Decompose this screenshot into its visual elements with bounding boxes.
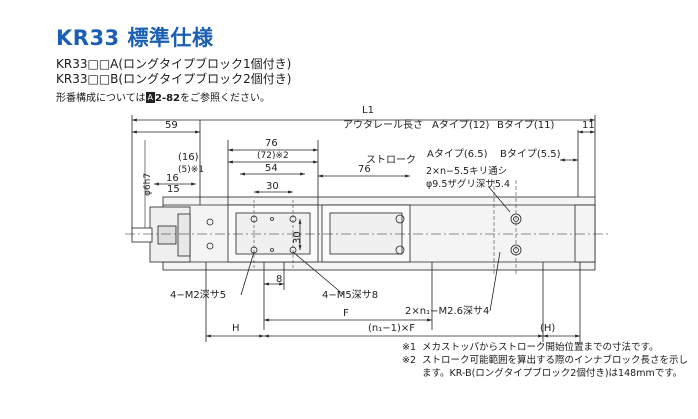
footnote-mark: ※2 xyxy=(402,355,417,366)
page-title: KR33 標準仕様 xyxy=(56,26,214,50)
tap-m5: 4−M5深サ8 xyxy=(322,289,378,301)
hole xyxy=(395,214,405,224)
dim-stroke: ストローク xyxy=(366,154,416,166)
variant-a-label: KR33□□A(ロングタイプブロック1個付き) xyxy=(56,57,292,71)
footnote-1: ※1 メカストッパからストローク開始位置までの寸法です。 xyxy=(402,341,692,354)
dim-30-top: 30 xyxy=(266,181,279,192)
dim-5: (5)※1 xyxy=(178,165,204,175)
ref-suffix: をご参照ください。 xyxy=(180,93,271,104)
dim-72: (72)※2 xyxy=(257,151,289,161)
footnotes: ※1 メカストッパからストローク開始位置までの寸法です。 ※2 ストローク可能範… xyxy=(402,341,692,380)
dim-76-block: 76 xyxy=(265,138,278,149)
footnote-text: ストローク可能範囲を算出する際のインナブロック長さを示します。KR-B(ロングタ… xyxy=(422,355,689,379)
dim-phi6h7: φ6h7 xyxy=(143,173,153,196)
footnote-mark: ※1 xyxy=(402,342,417,353)
dim-rail-length: アウタレール長さ xyxy=(343,119,423,131)
tap-m2: 4−M2深サ5 xyxy=(170,289,226,301)
dim-b-type-55: Bタイプ(5.5) xyxy=(500,148,561,160)
variant-b-label: KR33□□B(ロングタイプブロック2個付き) xyxy=(56,72,292,86)
dim-59: 59 xyxy=(165,120,178,131)
ref-badge: A xyxy=(145,92,155,103)
dim-16-paren: (16) xyxy=(178,152,199,163)
dim-F: F xyxy=(343,308,349,319)
dim-n1F: (n₁−1)×F xyxy=(368,323,415,334)
dim-16: 16 xyxy=(166,173,179,184)
ref-prefix: 形番構成については xyxy=(56,93,146,104)
footnote-2: ※2 ストローク可能範囲を算出する際のインナブロック長さを示します。KR-B(ロ… xyxy=(402,354,692,380)
dim-54: 54 xyxy=(265,163,278,174)
hole-spec-2: φ9.5ザグリ深サ5.4 xyxy=(426,178,510,190)
dim-15: 15 xyxy=(167,184,180,195)
dim-8: 8 xyxy=(276,274,282,285)
dim-30-vertical: 30 xyxy=(292,231,303,244)
dim-76-stroke: 76 xyxy=(358,164,371,175)
ref-page[interactable]: 2-82 xyxy=(154,93,181,104)
dim-L1: L1 xyxy=(362,105,374,116)
dim-H-paren: (H) xyxy=(540,323,555,334)
shaft xyxy=(131,227,153,243)
dim-11: 11 xyxy=(582,120,595,131)
tap-m26: 2×n₁−M2.6深サ4 xyxy=(405,305,489,317)
dim-b-type-11: Bタイプ(11) xyxy=(497,119,554,131)
hole-spec-1: 2×n−5.5キリ通シ xyxy=(426,166,507,177)
dim-a-type-12: Aタイプ(12) xyxy=(432,119,489,131)
footnote-text: メカストッパからストローク開始位置までの寸法です。 xyxy=(422,342,659,353)
dim-a-type-65: Aタイプ(6.5) xyxy=(427,148,488,160)
dim-H: H xyxy=(232,323,240,334)
